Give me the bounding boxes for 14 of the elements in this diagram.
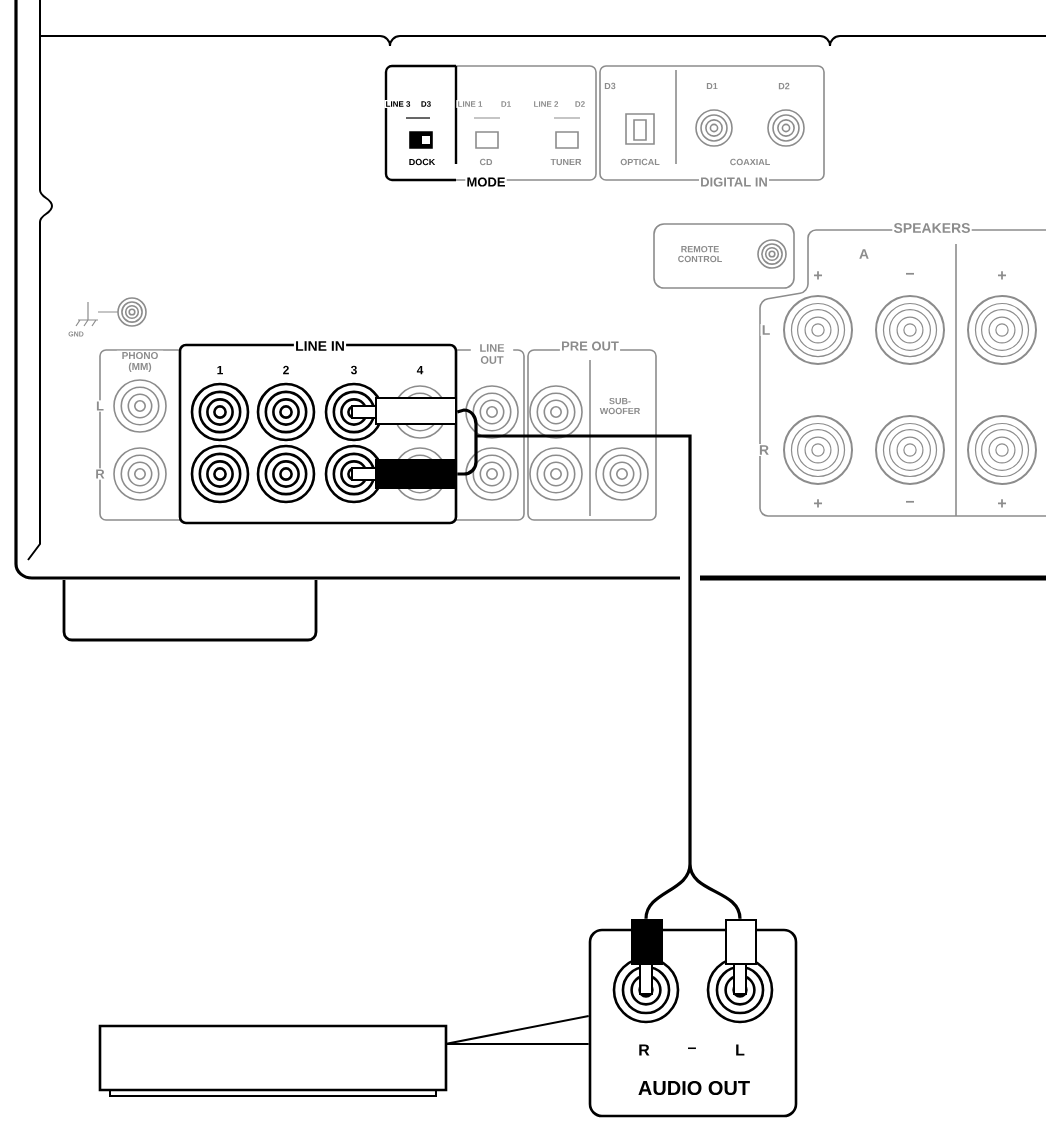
panel-label: + — [812, 498, 824, 510]
panel-label: − — [904, 499, 916, 509]
panel-label: R — [637, 1043, 651, 1057]
panel-label: L — [733, 1043, 747, 1057]
panel-label: AUDIO OUT — [636, 1079, 752, 1097]
panel-label: + — [996, 270, 1008, 282]
panel-label: − — [904, 271, 916, 281]
panel-label: + — [996, 498, 1008, 510]
panel-label: + — [812, 270, 824, 282]
callout-wedge — [444, 1015, 590, 1045]
jack-panel — [588, 919, 798, 1118]
jack-panel — [178, 340, 458, 525]
panel-label: – — [686, 1046, 698, 1054]
audio-source-device — [98, 1024, 448, 1097]
